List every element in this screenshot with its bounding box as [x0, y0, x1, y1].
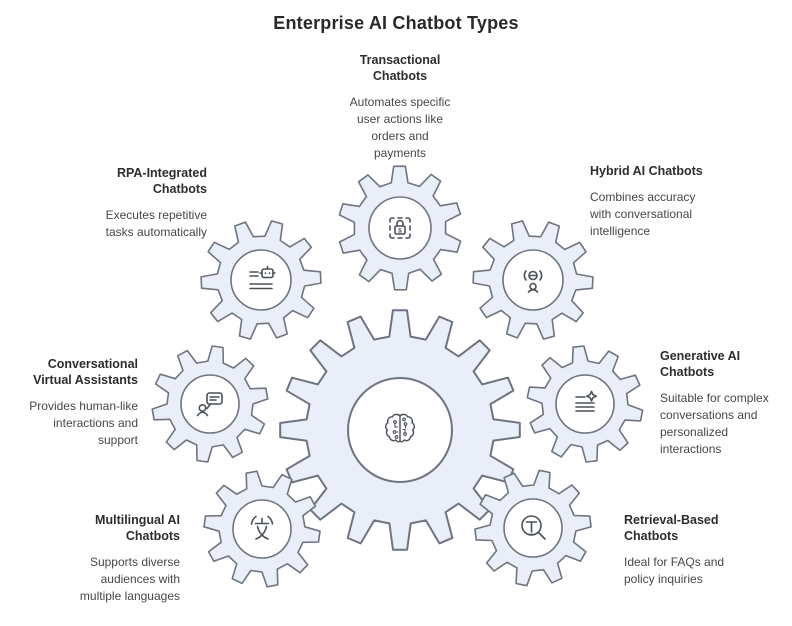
gear-label-description: Provides human-like interactions and sup… [29, 399, 138, 448]
label-conversational-virtual-assistants: Conversational Virtual Assistants Provid… [10, 356, 138, 449]
user-brackets-icon [523, 270, 543, 293]
language-icon [250, 515, 274, 540]
payment-lock-icon: $ [389, 217, 411, 239]
gear-label-title: Generative AI Chatbots [660, 349, 741, 379]
gear-retrieval-hub [503, 498, 563, 558]
gear-label-title: Retrieval-Based Chatbots [624, 513, 719, 543]
label-transactional-chatbots: Transactional Chatbots Automates specifi… [310, 52, 490, 162]
gear-label-description: Combines accuracy with conversational in… [590, 190, 696, 239]
gear-label-description: Automates specific user actions like ord… [349, 95, 451, 161]
label-rpa-integrated-chatbots: RPA-Integrated Chatbots Executes repetit… [47, 165, 207, 241]
person-chat-icon [196, 392, 223, 417]
gear-label-description: Ideal for FAQs and policy inquiries [624, 555, 725, 587]
gear-transactional-hub [368, 196, 432, 260]
gear-generative-hub [555, 374, 615, 434]
text-sparkle-icon [575, 390, 597, 412]
task-list-robot-icon [249, 265, 276, 290]
gear-label-title: Transactional Chatbots [359, 53, 441, 83]
search-text-icon [521, 515, 546, 540]
gear-label-description: Supports diverse audiences with multiple… [79, 555, 180, 604]
page-title: Enterprise AI Chatbot Types [273, 13, 519, 33]
gear-rpa-hub [230, 249, 292, 311]
label-generative-ai-chatbots: Generative AI Chatbots Suitable for comp… [660, 348, 792, 458]
ai-brain-icon [385, 413, 415, 443]
svg-text:$: $ [398, 228, 402, 235]
gear-label-title: Multilingual AI Chatbots [95, 513, 180, 543]
gear-label-title: RPA-Integrated Chatbots [116, 166, 207, 196]
gear-label-title: Conversational Virtual Assistants [33, 357, 138, 387]
label-retrieval-based-chatbots: Retrieval-Based Chatbots Ideal for FAQs … [624, 512, 774, 588]
gear-label-title: Hybrid AI Chatbots [590, 164, 703, 178]
label-multilingual-ai-chatbots: Multilingual AI Chatbots Supports divers… [36, 512, 180, 605]
label-hybrid-ai-chatbots: Hybrid AI Chatbots Combines accuracy wit… [590, 163, 730, 240]
gear-label-description: Executes repetitive tasks automatically [105, 208, 207, 240]
gear-label-description: Suitable for complex conversations and p… [660, 391, 769, 457]
gear-multilingual-hub [232, 499, 292, 559]
